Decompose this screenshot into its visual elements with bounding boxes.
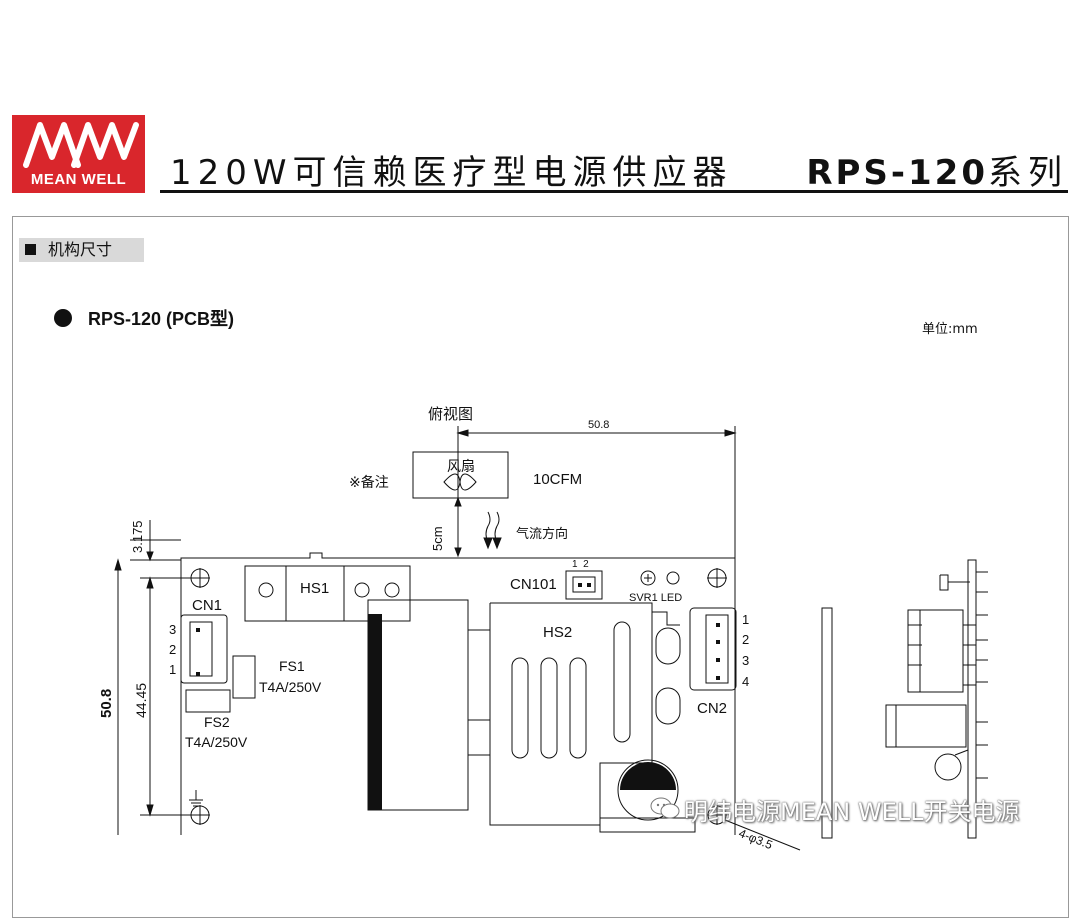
round-bullet-icon <box>54 309 72 327</box>
dim-hole-spacing: 44.45 <box>133 682 149 718</box>
airflow-label: 气流方向 <box>516 527 569 542</box>
cn1-pin-3: 3 <box>169 622 177 637</box>
cn2-pin-3: 3 <box>742 653 750 668</box>
svr1-led-label: SVR1 LED <box>629 592 683 604</box>
hs1-label: HS1 <box>300 580 330 597</box>
page-title: 120W可信赖医疗型电源供应器 <box>170 153 733 193</box>
square-bullet-icon <box>25 244 36 255</box>
cn2-label: CN2 <box>697 700 728 717</box>
note-label: ※备注 <box>349 475 389 491</box>
logo-text: MEAN WELL <box>30 171 127 188</box>
wechat-icon <box>650 797 680 819</box>
section-label: 机构尺寸 <box>48 240 113 259</box>
cn101-label: CN101 <box>510 576 557 593</box>
series-model: RPS-120 <box>806 153 988 193</box>
fs1-rating: T4A/250V <box>259 679 322 695</box>
series-label: RPS-120系列 <box>806 145 1068 194</box>
dim-top-width: 50.8 <box>588 419 610 431</box>
unit-label: 单位:mm <box>922 322 978 337</box>
cn2-pin-1: 1 <box>742 612 750 627</box>
mean-well-logo: MEAN WELL <box>12 115 145 193</box>
watermark-text: 明纬电源MEAN WELL开关电源 <box>684 798 1020 826</box>
model-label: RPS-120 (PCB型) <box>88 309 235 329</box>
dim-fan-distance: 5cm <box>430 526 445 551</box>
fan-label: 风扇 <box>447 459 475 475</box>
section-tag: 机构尺寸 <box>19 238 144 262</box>
fs1-label: FS1 <box>279 658 305 674</box>
mechanical-drawing <box>114 426 988 851</box>
mw-logo-mark-icon <box>23 122 139 168</box>
title-rule <box>160 190 1068 193</box>
dim-3-175: 3.175 <box>130 520 145 553</box>
fs2-label: FS2 <box>204 714 230 730</box>
fs2-rating: T4A/250V <box>185 734 248 750</box>
top-view-label: 俯视图 <box>428 405 474 423</box>
dim-board-height: 50.8 <box>98 688 115 718</box>
cn1-pin-1: 1 <box>169 662 177 677</box>
cn101-pins: 1 2 <box>572 559 589 570</box>
hs2-label: HS2 <box>543 624 573 641</box>
fan-cfm-label: 10CFM <box>533 471 583 488</box>
cn1-label: CN1 <box>192 597 223 614</box>
cn2-pin-4: 4 <box>742 674 750 689</box>
cn1-pin-2: 2 <box>169 642 177 657</box>
cn2-pin-2: 2 <box>742 632 750 647</box>
series-suffix: 系列 <box>988 153 1068 193</box>
